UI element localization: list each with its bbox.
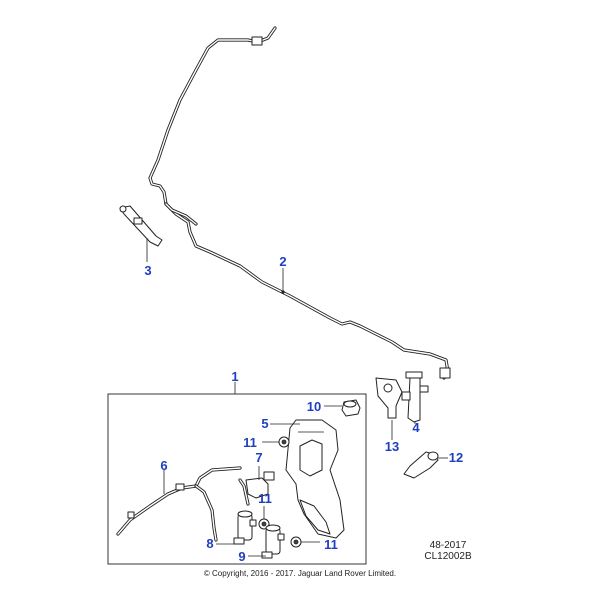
callout-10: 10 (307, 399, 321, 414)
washer-pump-rear (261, 524, 285, 559)
hose-grommet (403, 451, 439, 479)
grommet-lower (290, 536, 302, 548)
callout-8: 8 (206, 536, 213, 551)
washer-reservoir (285, 419, 345, 539)
callout-9: 9 (238, 549, 245, 564)
reservoir-assembly-frame (107, 393, 367, 565)
callout-13: 13 (385, 439, 399, 454)
callout-5: 5 (261, 416, 268, 431)
mounting-bracket (375, 377, 403, 419)
callout-4: 4 (412, 420, 420, 435)
callout-11-upper: 11 (243, 435, 257, 450)
washer-jet-right (401, 371, 429, 423)
grommet-upper (278, 436, 290, 448)
callout-11-lower: 11 (324, 537, 338, 552)
drawing-code-year: 48-2017 (430, 540, 467, 551)
callout-6: 6 (160, 458, 167, 473)
washer-pump-front (233, 510, 257, 545)
reservoir-filler-cap (341, 399, 361, 417)
drawing-id: CL12002B (424, 551, 472, 562)
callout-2: 2 (279, 254, 286, 269)
washer-jet-left (119, 205, 163, 247)
callout-11-middle: 11 (258, 491, 272, 506)
washer-hose-assembly (148, 26, 451, 380)
callout-7: 7 (255, 450, 262, 465)
pump-feed-hose (116, 466, 250, 542)
copyright-notice: © Copyright, 2016 - 2017. Jaguar Land Ro… (204, 569, 396, 578)
fluid-level-sensor (245, 471, 275, 499)
callout-1: 1 (231, 369, 238, 384)
callout-3: 3 (144, 263, 151, 278)
callout-12: 12 (449, 450, 463, 465)
